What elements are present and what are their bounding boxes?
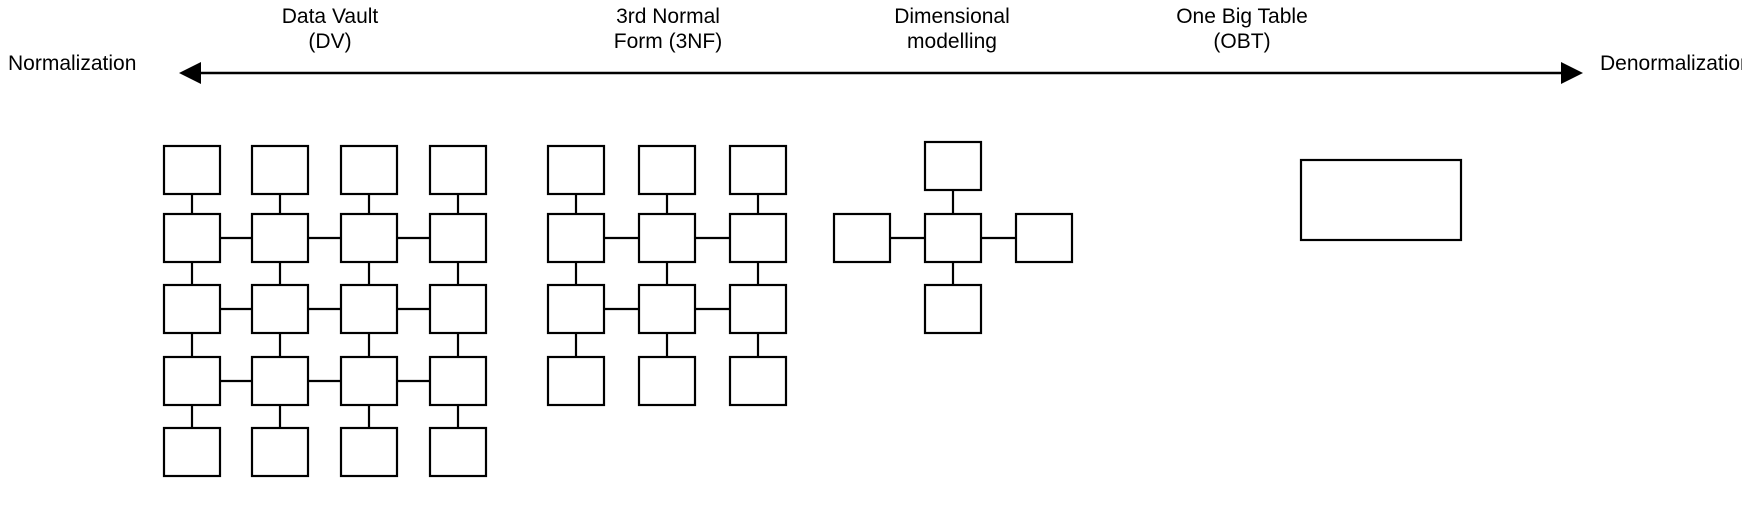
data-vault-box <box>339 355 399 407</box>
third-normal-form-box <box>728 355 788 407</box>
stage-label-line2: modelling <box>907 30 997 53</box>
data-vault-box <box>162 426 222 478</box>
third-normal-form-box <box>728 144 788 196</box>
data-vault-box <box>428 355 488 407</box>
stage-label-line1: Dimensional <box>894 5 1010 28</box>
data-vault-box <box>250 212 310 264</box>
entity-boxes <box>162 140 1463 478</box>
stage-label-one-big-table: One Big Table (OBT) <box>0 4 1742 54</box>
one-big-table-box <box>1299 158 1463 242</box>
stage-label-line1: One Big Table <box>1176 5 1308 28</box>
arrow-head-left-icon <box>179 62 201 84</box>
axis-label-normalization: Normalization <box>8 52 137 75</box>
dimensional-left-box <box>832 212 892 264</box>
third-normal-form-box <box>728 212 788 264</box>
normalization-axis <box>179 62 1583 84</box>
dimensional-top-box <box>923 140 983 192</box>
third-normal-form-box <box>546 144 606 196</box>
axis-label-denormalization: Denormalization <box>1600 52 1742 75</box>
data-vault-box <box>339 144 399 196</box>
third-normal-form-box <box>637 283 697 335</box>
data-vault-box <box>428 144 488 196</box>
data-vault-box <box>250 144 310 196</box>
third-normal-form-box <box>546 283 606 335</box>
data-vault-box <box>339 283 399 335</box>
stage-label-dimensional-modelling: Dimensional modelling <box>0 4 1742 54</box>
stage-label-third-normal-form: 3rd Normal Form (3NF) <box>0 4 1336 54</box>
data-vault-box <box>428 426 488 478</box>
data-vault-box <box>162 212 222 264</box>
third-normal-form-box <box>637 355 697 407</box>
stage-label-line1: 3rd Normal <box>616 5 720 28</box>
arrow-head-right-icon <box>1561 62 1583 84</box>
dimensional-right-box <box>1014 212 1074 264</box>
data-vault-box <box>250 283 310 335</box>
data-vault-box <box>162 283 222 335</box>
entity-links <box>190 190 1016 428</box>
stage-label-line2: Form (3NF) <box>613 30 723 53</box>
dimensional-bottom-box <box>923 283 983 335</box>
stage-label-line2: (DV) <box>308 30 352 53</box>
data-vault-box <box>339 212 399 264</box>
data-vault-box <box>250 426 310 478</box>
data-vault-box <box>162 355 222 407</box>
third-normal-form-box <box>728 283 788 335</box>
dimensional-fact-box <box>923 212 983 264</box>
stage-label-line1: Data Vault <box>281 5 379 28</box>
data-vault-box <box>428 212 488 264</box>
data-vault-box <box>162 144 222 196</box>
stage-label-line2: (OBT) <box>1213 30 1271 53</box>
third-normal-form-box <box>546 355 606 407</box>
third-normal-form-box <box>637 144 697 196</box>
third-normal-form-box <box>637 212 697 264</box>
data-vault-box <box>339 426 399 478</box>
third-normal-form-box <box>546 212 606 264</box>
data-vault-box <box>250 355 310 407</box>
stage-label-data-vault: Data Vault (DV) <box>0 4 660 54</box>
data-vault-box <box>428 283 488 335</box>
